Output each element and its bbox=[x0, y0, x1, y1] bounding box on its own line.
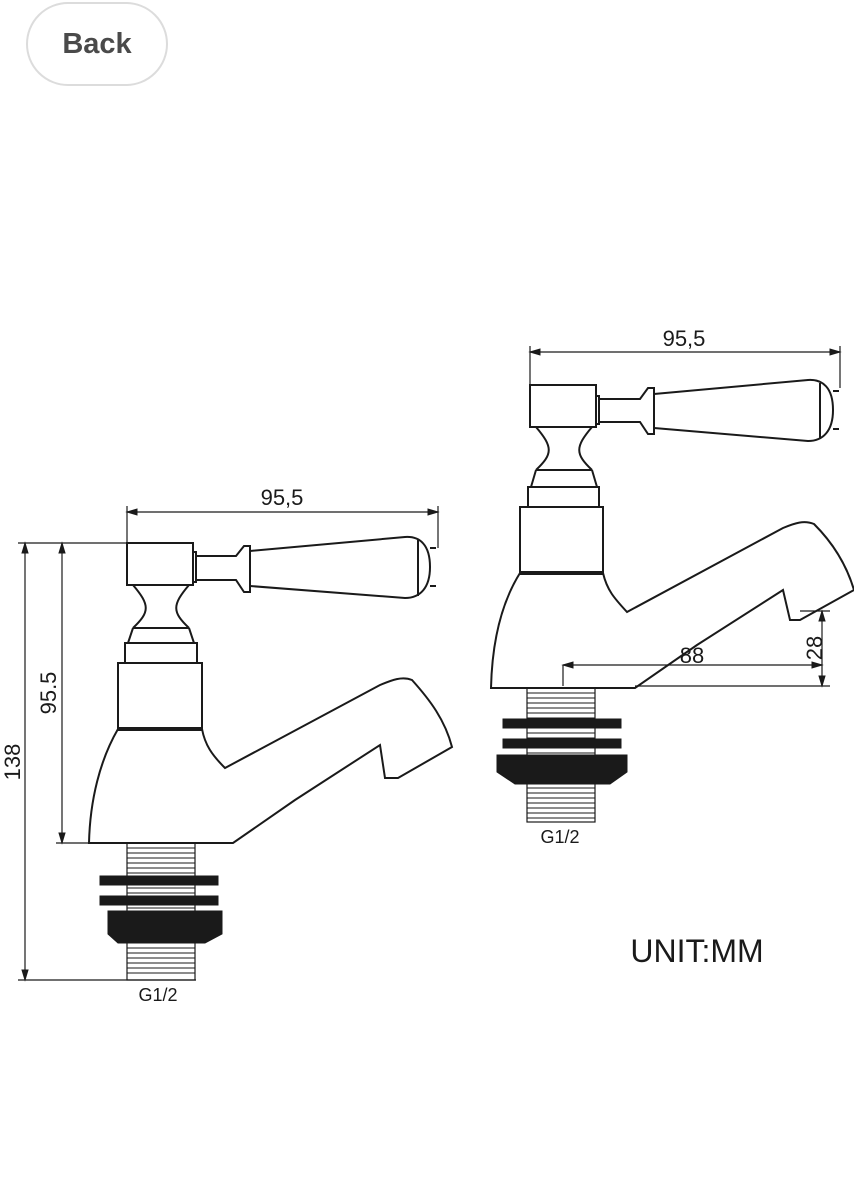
left-total-height-dimension: 138 bbox=[0, 744, 25, 781]
left-tap-drawing: 95,5 138 95.5 bbox=[0, 485, 454, 1005]
right-spout-reach-dimension: 88 bbox=[680, 643, 704, 668]
left-width-dimension: 95,5 bbox=[261, 485, 304, 510]
right-tap-drawing: 95,5 bbox=[489, 326, 854, 847]
right-tap-body bbox=[489, 506, 854, 689]
left-height-dimension: 95.5 bbox=[36, 672, 61, 715]
right-spout-dimension-lines bbox=[561, 609, 830, 688]
left-tap-thread bbox=[99, 842, 223, 981]
left-width-dimension-line bbox=[125, 506, 440, 548]
left-thread-label: G1/2 bbox=[138, 985, 177, 1005]
left-tap-body bbox=[87, 662, 454, 844]
left-tap-handle bbox=[124, 535, 436, 664]
right-tap-handle bbox=[527, 378, 839, 508]
left-height-dimension-lines bbox=[18, 541, 196, 982]
right-thread-label: G1/2 bbox=[540, 827, 579, 847]
back-button[interactable]: Back bbox=[26, 2, 168, 86]
right-width-dimension-line bbox=[528, 346, 842, 388]
right-tap-thread bbox=[496, 687, 628, 823]
right-spout-height-dimension: 28 bbox=[802, 636, 827, 660]
unit-label: UNIT:MM bbox=[630, 933, 763, 969]
right-width-dimension: 95,5 bbox=[663, 326, 706, 351]
